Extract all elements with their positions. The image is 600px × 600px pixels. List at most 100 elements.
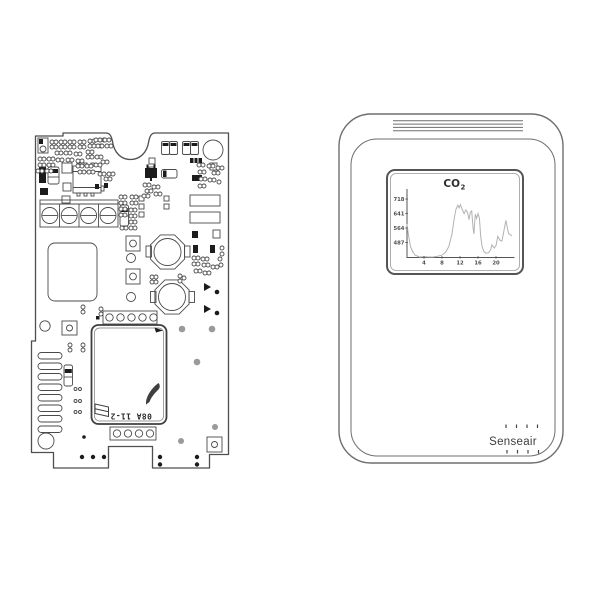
pad: [155, 184, 161, 190]
module-flag-mark: [94, 403, 109, 418]
bottom-pin-dots: [79, 435, 200, 467]
pad: [207, 177, 213, 183]
pad: [210, 264, 216, 270]
smd-chip: [193, 245, 198, 253]
pad: [129, 200, 135, 206]
pad: [85, 154, 91, 160]
x-tick-label: 16: [474, 261, 482, 267]
brand-logo-text: Senseair: [489, 436, 537, 448]
pad: [195, 255, 201, 261]
pad: [49, 144, 55, 150]
pad: [73, 399, 78, 403]
pad: [79, 163, 85, 169]
pad: [195, 261, 201, 267]
pad: [157, 191, 163, 197]
pad: [75, 158, 81, 164]
pad: [132, 225, 138, 231]
pad: [215, 165, 221, 171]
pad: [153, 191, 159, 197]
y-tick-label: 718: [393, 197, 404, 203]
pad: [211, 177, 217, 183]
module-swoosh-logo: [145, 383, 160, 405]
pad: [80, 309, 86, 315]
module-body: [90, 324, 168, 425]
pad: [118, 194, 124, 200]
x-tick-label: 12: [456, 261, 464, 267]
pad: [77, 139, 83, 145]
module-corner-mark: [154, 327, 163, 333]
relay-component: [47, 242, 98, 302]
fastener-marks-top: [505, 424, 539, 428]
pad: [215, 170, 221, 176]
pad: [81, 169, 87, 175]
pad: [79, 158, 85, 164]
gray-dots: [178, 325, 218, 444]
pad: [118, 212, 124, 218]
pad: [144, 188, 150, 194]
pad: [99, 143, 105, 149]
pad: [108, 143, 114, 149]
pcb-pads: [35, 137, 225, 414]
pad: [67, 342, 73, 348]
pad: [133, 200, 139, 206]
pad: [78, 387, 82, 391]
pad: [73, 387, 78, 391]
pad: [93, 137, 99, 143]
pad: [95, 143, 101, 149]
pad: [200, 162, 206, 168]
pad: [118, 200, 124, 206]
pad: [94, 154, 100, 160]
pad: [132, 219, 138, 225]
pad: [65, 157, 71, 163]
x-tick-label: 4: [422, 261, 426, 267]
pad: [41, 162, 47, 168]
smd-chip: [210, 245, 215, 253]
pad: [90, 169, 96, 175]
pad: [201, 183, 207, 189]
module-marking-text: 08A 11-2: [110, 412, 152, 421]
pad: [110, 171, 116, 177]
vent-lines: [393, 120, 523, 132]
pad: [59, 157, 65, 163]
display-bezel: [386, 169, 524, 275]
pad: [216, 179, 222, 185]
pad: [133, 194, 139, 200]
pad: [106, 171, 112, 177]
pad: [63, 150, 69, 156]
pad: [204, 256, 210, 262]
pad: [118, 206, 124, 212]
pad: [128, 207, 134, 213]
pad: [91, 143, 97, 149]
pad: [49, 139, 55, 145]
large-capacitor-2: [150, 279, 195, 315]
pad: [219, 165, 225, 171]
pad: [201, 169, 207, 175]
pad: [219, 251, 225, 257]
pad: [206, 163, 212, 169]
pad: [123, 225, 129, 231]
pad: [69, 157, 75, 163]
pad: [77, 151, 83, 157]
pad: [205, 262, 211, 268]
pad: [71, 139, 77, 145]
pad: [50, 156, 56, 162]
pad: [101, 171, 107, 177]
pad: [80, 342, 86, 348]
pad: [71, 144, 77, 150]
pad: [177, 278, 183, 284]
pad: [107, 176, 113, 182]
pad: [191, 261, 197, 267]
fastener-marks-bottom: [506, 450, 540, 454]
pad: [197, 183, 203, 189]
pad: [149, 274, 155, 280]
pad: [89, 154, 95, 160]
pad: [93, 162, 99, 168]
pad: [87, 143, 93, 149]
polarity-marks: [204, 283, 220, 316]
pad: [191, 255, 197, 261]
pad: [145, 193, 151, 199]
x-tick-label: 20: [492, 261, 500, 267]
